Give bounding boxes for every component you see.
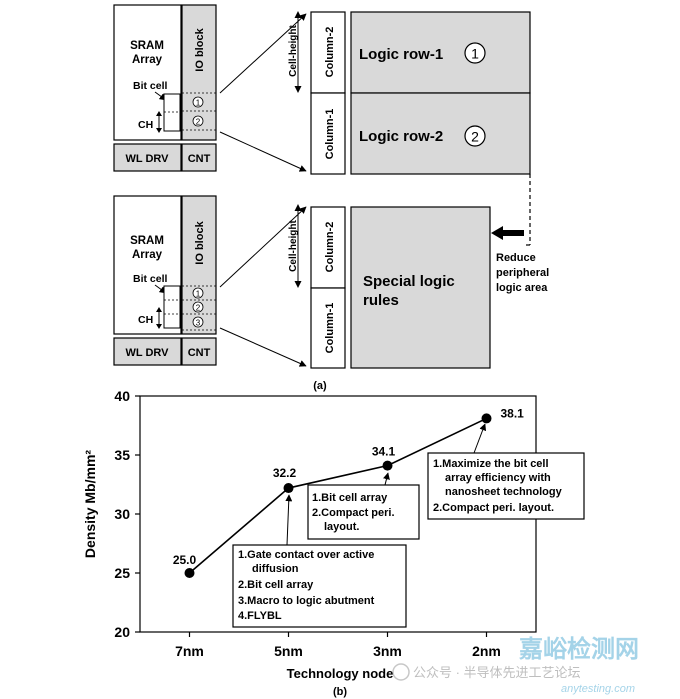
- marker-2-b: 2: [196, 304, 201, 313]
- array-label-b: Array: [132, 249, 163, 261]
- annotation-5nm-line-1: 1.Gate contact over active: [238, 549, 374, 561]
- y-tick-label: 35: [114, 447, 130, 463]
- annotation-3nm: 1.Bit cell array 2.Compact peri. layout.: [307, 472, 420, 540]
- logic-row-2-block: [350, 92, 531, 175]
- x-tick-label: 7nm: [175, 643, 204, 659]
- reduce-label-2: peripheral: [496, 267, 549, 279]
- y-tick-label: 20: [114, 624, 130, 640]
- io-block-label: IO block: [194, 27, 206, 71]
- annotation-5nm: 1.Gate contact over active diffusion 2.B…: [232, 494, 407, 628]
- logic-row-1-label: Logic row-1: [359, 46, 443, 63]
- density-data-label: 32.2: [273, 466, 297, 480]
- caption-b: (b): [333, 686, 347, 698]
- x-tick-label: 2nm: [472, 643, 501, 659]
- cell-height-label-bottom: Cell-height: [288, 220, 299, 272]
- density-data-label: 38.1: [501, 406, 525, 420]
- annotation-2nm-line-3: nanosheet technology: [445, 486, 563, 498]
- watermark-line-2: 嘉峪检测网: [519, 635, 639, 663]
- reduce-label-3: logic area: [496, 282, 548, 294]
- y-tick-label: 30: [114, 506, 130, 522]
- logic-row-1-marker: 1: [471, 46, 479, 62]
- sram-block-top: SRAM Array Bit cell CH IO block 1 2 WL D…: [113, 4, 217, 172]
- bit-cell-label: Bit cell: [133, 80, 168, 92]
- annotation-3nm-line-2: 2.Compact peri.: [312, 507, 395, 519]
- cell-height-label-top: Cell-height: [288, 25, 299, 77]
- x-tick-label: 5nm: [274, 643, 303, 659]
- special-logic-label-1: Special logic: [363, 273, 455, 290]
- density-data-label: 34.1: [372, 445, 396, 459]
- annotation-3nm-line-1: 1.Bit cell array: [312, 492, 388, 504]
- caption-a: (a): [313, 380, 327, 392]
- x-tick-label: 3nm: [373, 643, 402, 659]
- marker-1-b: 1: [196, 290, 201, 299]
- special-logic-label-2: rules: [363, 292, 399, 309]
- cnt-label: CNT: [188, 153, 211, 165]
- column-1-label-top: Column-1: [324, 109, 336, 160]
- marker-3-b: 3: [196, 319, 201, 328]
- reduce-arrow-icon: [491, 226, 524, 240]
- density-series-line: [188, 417, 487, 574]
- annotation-5nm-line-3: 2.Bit cell array: [238, 579, 314, 591]
- ch-label: CH: [138, 119, 153, 131]
- column-1-label-bottom: Column-1: [324, 303, 336, 354]
- sram-block-bottom: SRAM Array Bit cell CH IO block 1 2 3 WL…: [113, 195, 217, 366]
- ch-label-b: CH: [138, 314, 153, 326]
- logic-row-2-label: Logic row-2: [359, 128, 443, 145]
- logic-row-2-marker: 2: [471, 129, 479, 145]
- expanded-bottom: Cell-height Column-2 Column-1 Special lo…: [288, 204, 491, 369]
- reduce-label-1: Reduce: [496, 252, 536, 264]
- y-axis-label: Density Mb/mm²: [82, 450, 98, 558]
- column-2-label-bottom: Column-2: [324, 222, 336, 273]
- density-point: [184, 568, 195, 578]
- annotation-5nm-line-2: diffusion: [252, 563, 299, 575]
- marker-1: 1: [196, 99, 201, 108]
- logic-row-1-block: [350, 11, 531, 94]
- y-tick-label: 40: [114, 388, 130, 404]
- density-point: [382, 460, 393, 471]
- y-tick-label: 25: [114, 565, 130, 581]
- density-point: [481, 413, 492, 424]
- special-logic-block: [350, 206, 491, 369]
- sram-label: SRAM: [130, 40, 164, 52]
- marker-circle-2: [192, 115, 204, 127]
- watermark-line-3: anytesting.com: [561, 683, 635, 695]
- cnt-label-b: CNT: [188, 347, 211, 359]
- x-axis-label: Technology node: [287, 666, 394, 681]
- watermark-line-1: 公众号 · 半导体先进工艺论坛: [413, 665, 581, 680]
- density-data-label: 25.0: [173, 553, 197, 567]
- annotation-3nm-line-3: layout.: [324, 521, 359, 533]
- annotation-2nm-line-4: 2.Compact peri. layout.: [433, 502, 554, 514]
- sram-label-b: SRAM: [130, 235, 164, 247]
- wechat-icon: [392, 663, 410, 681]
- io-block-label-b: IO block: [194, 220, 206, 264]
- annotation-2nm-line-1: 1.Maximize the bit cell: [433, 458, 549, 470]
- wl-drv-label-b: WL DRV: [126, 347, 170, 359]
- annotation-2nm-line-2: array efficiency with: [445, 472, 551, 484]
- logic-row-2-circle: [464, 125, 486, 147]
- bit-cell-label-b: Bit cell: [133, 273, 168, 285]
- density-chart: 20 25 30 35 40 7nm 5nm 3nm 2nm 25.0 32.2 34.1 38.1…: [82, 388, 585, 698]
- watermark: 公众号 · 半导体先进工艺论坛 嘉峪检测网 anytesting.com: [392, 635, 639, 695]
- annotation-5nm-line-5: 4.FLYBL: [238, 610, 282, 622]
- marker-2: 2: [196, 118, 201, 127]
- marker-circle-1: [192, 96, 204, 108]
- column-2-label-top: Column-2: [324, 27, 336, 78]
- density-point: [283, 483, 294, 494]
- annotation-5nm-line-4: 3.Macro to logic abutment: [238, 595, 375, 607]
- wl-drv-label: WL DRV: [126, 153, 170, 165]
- logic-row-1-circle: [464, 42, 486, 64]
- array-label: Array: [132, 54, 163, 66]
- annotation-2nm: 1.Maximize the bit cell array efficiency…: [427, 423, 585, 520]
- expanded-top: Cell-height Column-2 Column-1 Logic row-…: [288, 11, 531, 175]
